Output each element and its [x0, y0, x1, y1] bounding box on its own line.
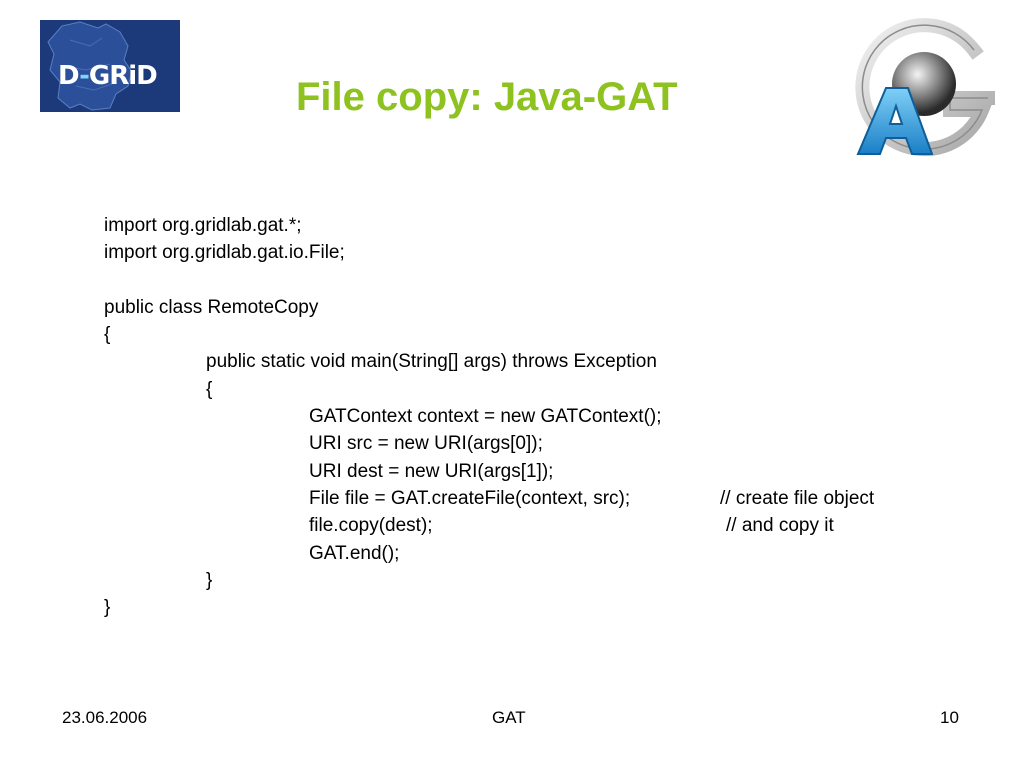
code-line: } [206, 569, 213, 591]
code-block: import org.gridlab.gat.*; import org.gri… [104, 212, 984, 621]
code-text: file.copy(dest); [309, 515, 433, 537]
code-line: URI dest = new URI(args[1]); [309, 460, 554, 482]
code-line: import org.gridlab.gat.*; [104, 215, 302, 236]
code-line-with-comment: File file = GAT.createFile(context, src)… [104, 485, 984, 512]
germany-map-icon [47, 21, 133, 111]
code-line: } [104, 597, 111, 619]
code-line: URI src = new URI(args[0]); [309, 433, 543, 455]
code-line-with-comment: file.copy(dest); // and copy it [104, 512, 984, 539]
slide-title: File copy: Java-GAT [296, 75, 678, 119]
code-line: public static void main(String[] args) t… [206, 351, 657, 373]
code-comment: // create file object [720, 487, 875, 509]
code-line: import org.gridlab.gat.io.File; [104, 242, 345, 264]
page-number: 10 [940, 708, 959, 727]
code-text: File file = GAT.createFile(context, src)… [309, 487, 631, 509]
code-line: public class RemoteCopy [104, 296, 319, 318]
footer-date: 23.06.2006 [62, 708, 148, 727]
footer-title: GAT [492, 708, 526, 727]
code-comment: // and copy it [726, 515, 834, 537]
code-line: { [206, 378, 213, 400]
d-grid-logo-text: D-GRiD [58, 61, 158, 91]
code-line: { [104, 324, 111, 346]
code-line: GAT.end(); [309, 542, 400, 564]
code-line [104, 267, 984, 294]
d-grid-logo-icon: D-GRiD [40, 20, 180, 112]
code-line: GATContext context = new GATContext(); [309, 406, 662, 428]
gat-logo-icon [855, 18, 995, 157]
